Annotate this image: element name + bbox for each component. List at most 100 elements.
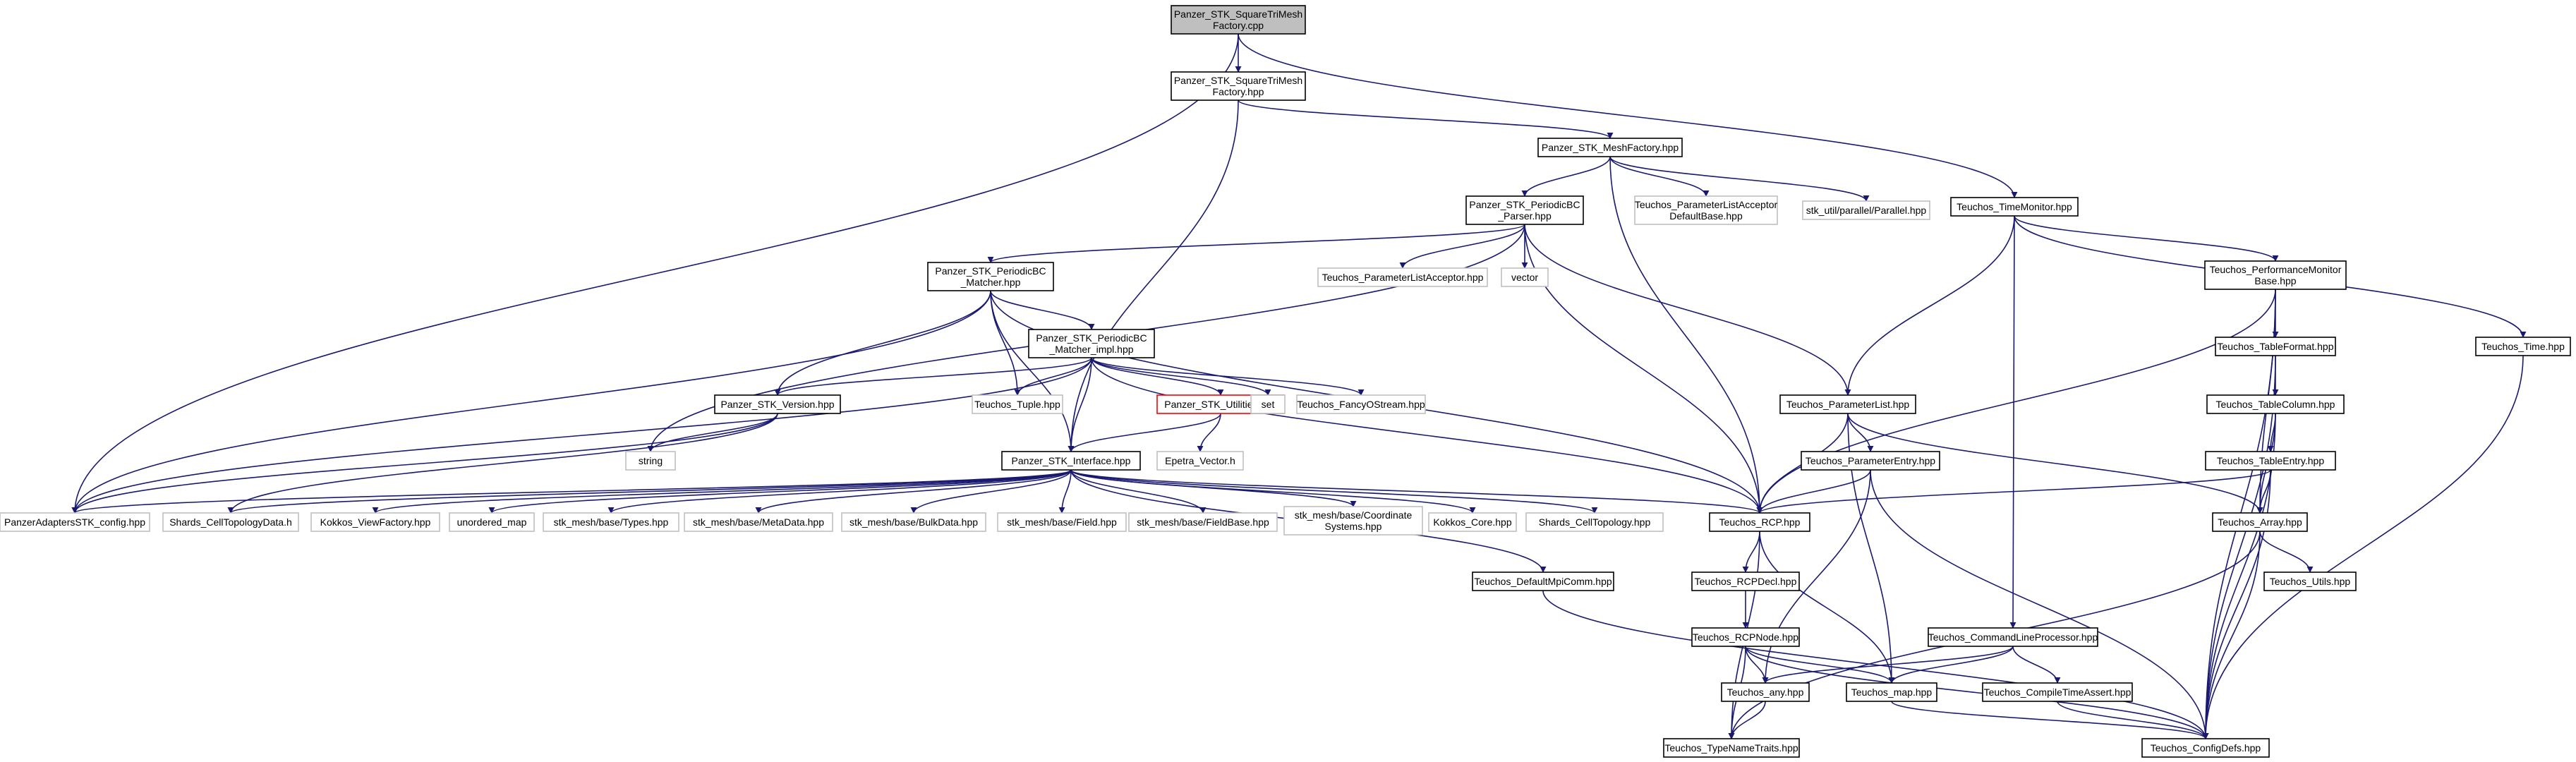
node-rcp-box[interactable] xyxy=(1709,512,1810,532)
node-epetra_vector-box[interactable] xyxy=(1156,451,1244,471)
node-rcpdecl[interactable]: Teuchos_RCPDecl.hpp xyxy=(1691,572,1800,591)
node-shards_ct[interactable]: Shards_CellTopology.hpp xyxy=(1525,512,1664,532)
node-clp[interactable]: Teuchos_CommandLineProcessor.hpp xyxy=(1928,627,2098,647)
node-pbc_matcher-box[interactable] xyxy=(927,262,1054,291)
node-compiletimeassert[interactable]: Teuchos_CompileTimeAssert.hpp xyxy=(1982,682,2133,702)
node-timemonitor[interactable]: Teuchos_TimeMonitor.hpp xyxy=(1950,197,2079,217)
node-rcpnode[interactable]: Teuchos_RCPNode.hpp xyxy=(1691,627,1800,647)
node-timemonitor-box[interactable] xyxy=(1950,197,2079,217)
node-pastk_config[interactable]: PanzerAdaptersSTK_config.hpp xyxy=(0,512,150,532)
node-set[interactable]: set xyxy=(1250,394,1286,414)
node-stk_version-box[interactable] xyxy=(714,394,841,414)
node-paramlist-box[interactable] xyxy=(1779,394,1916,414)
node-stk_field-box[interactable] xyxy=(997,512,1127,532)
node-stk_parallel-box[interactable] xyxy=(1802,200,1930,220)
node-stk_field[interactable]: stk_mesh/base/Field.hpp xyxy=(997,512,1127,532)
node-configdefs-box[interactable] xyxy=(2141,738,2270,758)
node-paramentry-box[interactable] xyxy=(1801,451,1940,471)
node-tableformat-box[interactable] xyxy=(2215,337,2336,356)
node-vector[interactable]: vector xyxy=(1501,267,1549,287)
node-tableentry-box[interactable] xyxy=(2205,451,2336,471)
node-string-box[interactable] xyxy=(625,451,676,471)
node-map[interactable]: Teuchos_map.hpp xyxy=(1846,682,1937,702)
node-kokkos_vf-box[interactable] xyxy=(310,512,440,532)
node-plad[interactable]: Teuchos_ParameterListAcceptorDefaultBase… xyxy=(1634,195,1778,225)
node-configdefs[interactable]: Teuchos_ConfigDefs.hpp xyxy=(2141,738,2270,758)
node-compiletimeassert-box[interactable] xyxy=(1982,682,2133,702)
node-paramentry[interactable]: Teuchos_ParameterEntry.hpp xyxy=(1801,451,1940,471)
node-stk_coord-box[interactable] xyxy=(1283,506,1423,536)
node-pbc_parser[interactable]: Panzer_STK_PeriodicBC_Parser.hpp xyxy=(1465,195,1584,225)
node-kokkos_core-box[interactable] xyxy=(1428,512,1517,532)
node-paramlist[interactable]: Teuchos_ParameterList.hpp xyxy=(1779,394,1916,414)
node-defaultmpicomm-box[interactable] xyxy=(1472,572,1614,591)
node-unordered_map[interactable]: unordered_map xyxy=(449,512,535,532)
node-set-box[interactable] xyxy=(1250,394,1286,414)
node-unordered_map-box[interactable] xyxy=(449,512,535,532)
node-stk_fieldbase[interactable]: stk_mesh/base/FieldBase.hpp xyxy=(1128,512,1278,532)
node-perfmon-box[interactable] xyxy=(2204,260,2347,290)
node-typenametraits-box[interactable] xyxy=(1663,738,1800,758)
node-stk_parallel[interactable]: stk_util/parallel/Parallel.hpp xyxy=(1802,200,1930,220)
node-epetra_vector[interactable]: Epetra_Vector.h xyxy=(1156,451,1244,471)
node-array[interactable]: Teuchos_Array.hpp xyxy=(2212,512,2308,532)
node-kokkos_core[interactable]: Kokkos_Core.hpp xyxy=(1428,512,1517,532)
node-stk_metadata[interactable]: stk_mesh/base/MetaData.hpp xyxy=(684,512,833,532)
node-stk_types-box[interactable] xyxy=(543,512,679,532)
node-defaultmpicomm[interactable]: Teuchos_DefaultMpiComm.hpp xyxy=(1472,572,1614,591)
node-stk_metadata-box[interactable] xyxy=(684,512,833,532)
node-pbc_matcher[interactable]: Panzer_STK_PeriodicBC_Matcher.hpp xyxy=(927,262,1054,291)
node-shards_ctd[interactable]: Shards_CellTopologyData.h xyxy=(162,512,299,532)
node-kokkos_vf[interactable]: Kokkos_ViewFactory.hpp xyxy=(310,512,440,532)
node-rcpnode-box[interactable] xyxy=(1691,627,1800,647)
node-tableentry[interactable]: Teuchos_TableEntry.hpp xyxy=(2205,451,2336,471)
node-stk_interface[interactable]: Panzer_STK_Interface.hpp xyxy=(1001,451,1141,471)
node-tuple[interactable]: Teuchos_Tuple.hpp xyxy=(972,394,1063,414)
node-meshfactory-box[interactable] xyxy=(1537,138,1683,157)
node-pla-box[interactable] xyxy=(1317,267,1488,287)
node-stk_version[interactable]: Panzer_STK_Version.hpp xyxy=(714,394,841,414)
node-tablecolumn-box[interactable] xyxy=(2206,394,2345,414)
edge-stk_interface-to-rcp xyxy=(1070,469,1763,514)
node-teuchos_time[interactable]: Teuchos_Time.hpp xyxy=(2475,337,2571,356)
node-rcp[interactable]: Teuchos_RCP.hpp xyxy=(1709,512,1810,532)
node-clp-box[interactable] xyxy=(1928,627,2098,647)
node-tableformat[interactable]: Teuchos_TableFormat.hpp xyxy=(2215,337,2336,356)
node-fancyostream[interactable]: Teuchos_FancyOStream.hpp xyxy=(1296,394,1426,414)
node-typenametraits[interactable]: Teuchos_TypeNameTraits.hpp xyxy=(1663,738,1800,758)
node-any-box[interactable] xyxy=(1721,682,1810,702)
node-teuchos_time-box[interactable] xyxy=(2475,337,2571,356)
node-vector-box[interactable] xyxy=(1501,267,1549,287)
node-stk_bulkdata[interactable]: stk_mesh/base/BulkData.hpp xyxy=(841,512,986,532)
node-string[interactable]: string xyxy=(625,451,676,471)
node-fancyostream-box[interactable] xyxy=(1296,394,1426,414)
node-stk_interface-box[interactable] xyxy=(1001,451,1141,471)
node-root-box[interactable] xyxy=(1171,5,1306,35)
node-stk_bulkdata-box[interactable] xyxy=(841,512,986,532)
node-any[interactable]: Teuchos_any.hpp xyxy=(1721,682,1810,702)
node-pbc_parser-box[interactable] xyxy=(1465,195,1584,225)
node-meshfactory[interactable]: Panzer_STK_MeshFactory.hpp xyxy=(1537,138,1683,157)
node-array-box[interactable] xyxy=(2212,512,2308,532)
node-shards_ct-box[interactable] xyxy=(1525,512,1664,532)
node-stk_types[interactable]: stk_mesh/base/Types.hpp xyxy=(543,512,679,532)
node-pla[interactable]: Teuchos_ParameterListAcceptor.hpp xyxy=(1317,267,1488,287)
node-stk_metadata-label-line-0: stk_mesh/base/MetaData.hpp xyxy=(693,516,824,528)
node-rcpdecl-box[interactable] xyxy=(1691,572,1800,591)
node-map-box[interactable] xyxy=(1846,682,1937,702)
node-shards_ctd-box[interactable] xyxy=(162,512,299,532)
node-tablecolumn[interactable]: Teuchos_TableColumn.hpp xyxy=(2206,394,2345,414)
node-utils[interactable]: Teuchos_Utils.hpp xyxy=(2263,572,2357,591)
node-pbc_matcher_impl-box[interactable] xyxy=(1028,329,1155,358)
node-plad-box[interactable] xyxy=(1634,195,1778,225)
node-tuple-box[interactable] xyxy=(972,394,1063,414)
node-pbc_matcher_impl[interactable]: Panzer_STK_PeriodicBC_Matcher_impl.hpp xyxy=(1028,329,1155,358)
node-utils-box[interactable] xyxy=(2263,572,2357,591)
node-stk_fieldbase-box[interactable] xyxy=(1128,512,1278,532)
node-pastk_config-box[interactable] xyxy=(0,512,150,532)
node-factory_hpp-box[interactable] xyxy=(1171,71,1306,101)
